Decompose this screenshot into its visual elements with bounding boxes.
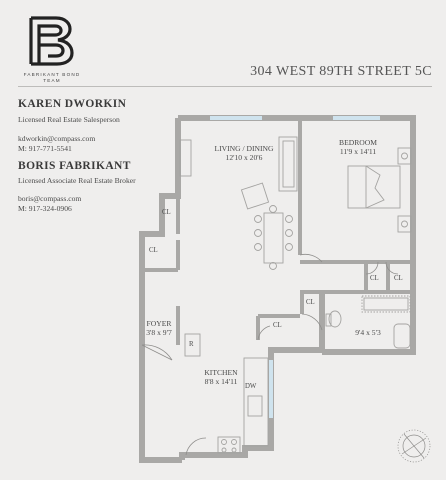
agent-email-link[interactable]: boris@compass.com xyxy=(18,194,82,203)
closet-label: CL xyxy=(394,275,403,282)
foyer-dims: 3'8 x 9'7 xyxy=(146,328,172,337)
logo-wordmark: FABRIKANT BOND TEAM xyxy=(14,72,90,84)
kitchen-name: KITCHEN xyxy=(204,368,238,377)
agent-phone: M: 917-324-0906 xyxy=(18,204,72,213)
living-dining-name: LIVING / DINING xyxy=(214,144,274,153)
bath-label: 9'4 x 5'3 xyxy=(348,328,388,337)
header-divider xyxy=(18,86,432,87)
living-dining-dims: 12'10 x 20'6 xyxy=(225,153,263,162)
kitchen-dims: 8'8 x 14'11 xyxy=(204,377,238,386)
bedroom-name: BEDROOM xyxy=(339,138,377,147)
agent-title: Licensed Associate Real Estate Broker xyxy=(18,176,136,185)
bedroom-furniture xyxy=(347,147,412,233)
door-swings xyxy=(141,254,399,456)
closet-label: CL xyxy=(273,322,282,329)
bedroom-dims: 11'9 x 14'11 xyxy=(339,147,377,156)
windows xyxy=(210,116,380,418)
agent-phone: M: 917-771-5541 xyxy=(18,144,72,153)
bath-dims: 9'4 x 5'3 xyxy=(355,328,381,337)
kitchen-label: KITCHEN 8'8 x 14'11 xyxy=(198,368,244,386)
interior-walls xyxy=(142,121,413,345)
bath-fixtures xyxy=(325,295,411,349)
kitchen-fixtures xyxy=(184,333,269,454)
exterior-walls xyxy=(139,115,416,463)
property-address: 304 WEST 89TH STREET 5C xyxy=(250,64,432,79)
logo-text-line1: FABRIKANT BOND xyxy=(23,72,81,77)
logo-text-line2: TEAM xyxy=(43,78,61,83)
agent-name: KAREN DWORKIN xyxy=(18,98,127,110)
agent-email-link[interactable]: kdworkin@compass.com xyxy=(18,134,96,143)
bedroom-label: BEDROOM 11'9 x 14'11 xyxy=(333,138,383,156)
agent-title: Licensed Real Estate Salesperson xyxy=(18,115,120,124)
closet-label: CL xyxy=(149,247,158,254)
closet-label: CL xyxy=(370,275,379,282)
refrigerator-label: R xyxy=(189,341,194,348)
dishwasher-label: DW xyxy=(245,383,257,390)
foyer-label: FOYER 3'8 x 9'7 xyxy=(141,319,177,337)
closet-label: CL xyxy=(162,209,171,216)
compass-rose-icon xyxy=(397,429,431,463)
fabrikant-bond-logo xyxy=(29,16,74,66)
foyer-name: FOYER xyxy=(146,319,172,328)
living-dining-label: LIVING / DINING 12'10 x 20'6 xyxy=(203,144,285,162)
closet-label: CL xyxy=(306,299,315,306)
agent-name: BORIS FABRIKANT xyxy=(18,160,131,172)
living-furniture xyxy=(179,136,298,270)
